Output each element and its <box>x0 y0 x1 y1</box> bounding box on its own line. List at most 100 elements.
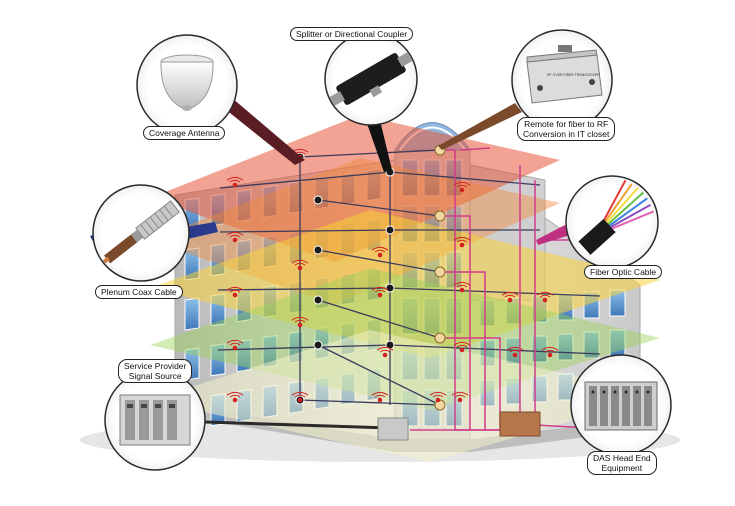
signal-arc <box>226 339 244 344</box>
signal-arc <box>453 281 471 286</box>
signal-dot <box>459 242 465 248</box>
signal-arc <box>544 349 556 353</box>
junction-node <box>434 332 446 344</box>
service-provider-line-1: Service Provider <box>124 361 187 371</box>
signal-arc <box>374 394 386 398</box>
signal-dot <box>297 397 303 403</box>
coax-cable-icon <box>92 184 190 282</box>
signal-arc <box>456 344 468 348</box>
signal-arc <box>453 341 471 346</box>
signal-dot <box>232 237 238 243</box>
das-headend-icon <box>570 354 672 456</box>
signal-arc <box>501 291 519 296</box>
signal-dot <box>297 322 303 328</box>
fiber-optic-cable-icon <box>565 175 659 269</box>
coverage-antenna-label: Coverage Antenna <box>143 126 226 140</box>
signal-arc <box>379 349 391 353</box>
das-line-2: Equipment <box>601 463 643 473</box>
signal-arc <box>371 246 389 251</box>
signal-arc <box>539 294 551 298</box>
junction-node <box>434 210 446 222</box>
signal-dot <box>512 352 518 358</box>
signal-arc <box>226 391 244 396</box>
window <box>557 333 574 361</box>
window <box>210 343 226 377</box>
signal-arc <box>229 179 241 183</box>
signal-dot <box>459 347 465 353</box>
junction-node <box>313 295 323 305</box>
window <box>583 331 600 359</box>
signal-arc <box>432 394 444 398</box>
signal-arc <box>294 319 306 323</box>
signal-arc <box>454 394 466 398</box>
signal-dot <box>232 345 238 351</box>
signal-arc <box>509 349 521 353</box>
remote-unit-caption: Remote for fiber to RF Conversion in IT … <box>517 117 616 141</box>
signal-dot <box>435 397 441 403</box>
server-rack-icon <box>104 369 206 471</box>
signal-arc <box>226 231 244 236</box>
signal-dot <box>377 252 383 258</box>
signal-dot <box>459 187 465 193</box>
signal-dot <box>377 292 383 298</box>
remote-line-1: Remote for fiber to RF <box>524 119 609 129</box>
signal-arc <box>291 259 309 264</box>
signal-arc <box>226 176 244 181</box>
junction-node <box>313 245 323 255</box>
floor-plane-3 <box>150 210 660 358</box>
splitter-closet-box <box>377 417 409 441</box>
signal-arc <box>291 391 309 396</box>
das-headend-caption: DAS Head End Equipment <box>587 451 657 475</box>
signal-arc <box>376 346 394 351</box>
junction-node <box>313 195 323 205</box>
signal-arc <box>536 291 554 296</box>
signal-dot <box>232 292 238 298</box>
signal-arc <box>374 289 386 293</box>
window <box>184 297 200 331</box>
signal-arc <box>456 184 468 188</box>
service-provider-caption: Service Provider Signal Source <box>118 359 193 383</box>
signal-dot <box>459 287 465 293</box>
das-line-1: DAS Head End <box>593 453 651 463</box>
junction-node <box>385 283 395 293</box>
signal-arc <box>374 249 386 253</box>
signal-arc <box>294 262 306 266</box>
signal-arc <box>541 346 559 351</box>
junction-node <box>385 225 395 235</box>
signal-arc <box>229 289 241 293</box>
fiber-optic-label: Fiber Optic Cable <box>584 265 663 279</box>
signal-arc <box>371 286 389 291</box>
signal-arc <box>453 181 471 186</box>
signal-arc <box>429 391 447 396</box>
service-provider-line-2: Signal Source <box>128 371 182 381</box>
signal-dot <box>542 297 548 303</box>
signal-arc <box>456 239 468 243</box>
headend-closet-box <box>499 411 541 437</box>
remote-unit-icon: RF OVER FIBER TRANSCEIVER <box>511 29 613 131</box>
signal-dot <box>232 397 238 403</box>
signal-arc <box>291 316 309 321</box>
cable-network <box>180 147 601 431</box>
signal-arc <box>226 286 244 291</box>
signal-dot <box>547 352 553 358</box>
signal-dot <box>377 397 383 403</box>
signal-arc <box>506 346 524 351</box>
remote-line-2: Conversion in IT closet <box>523 129 610 139</box>
plenum-coax-label: Plenum Coax Cable <box>95 285 183 299</box>
signal-arc <box>229 234 241 238</box>
remote-unit-label: RF OVER FIBER TRANSCEIVER <box>547 73 600 77</box>
signal-dot <box>507 297 513 303</box>
signal-arc <box>294 394 306 398</box>
signal-arc <box>504 294 516 298</box>
signal-dot <box>382 352 388 358</box>
junction-node <box>434 266 446 278</box>
junction-node <box>313 340 323 350</box>
signal-dot <box>232 182 238 188</box>
signal-arc <box>453 236 471 241</box>
signal-arc <box>371 391 389 396</box>
signal-arc <box>229 342 241 346</box>
splitter-label: Splitter or Directional Coupler <box>290 27 414 41</box>
coverage-antenna-icon <box>136 34 238 136</box>
signal-arc <box>229 394 241 398</box>
